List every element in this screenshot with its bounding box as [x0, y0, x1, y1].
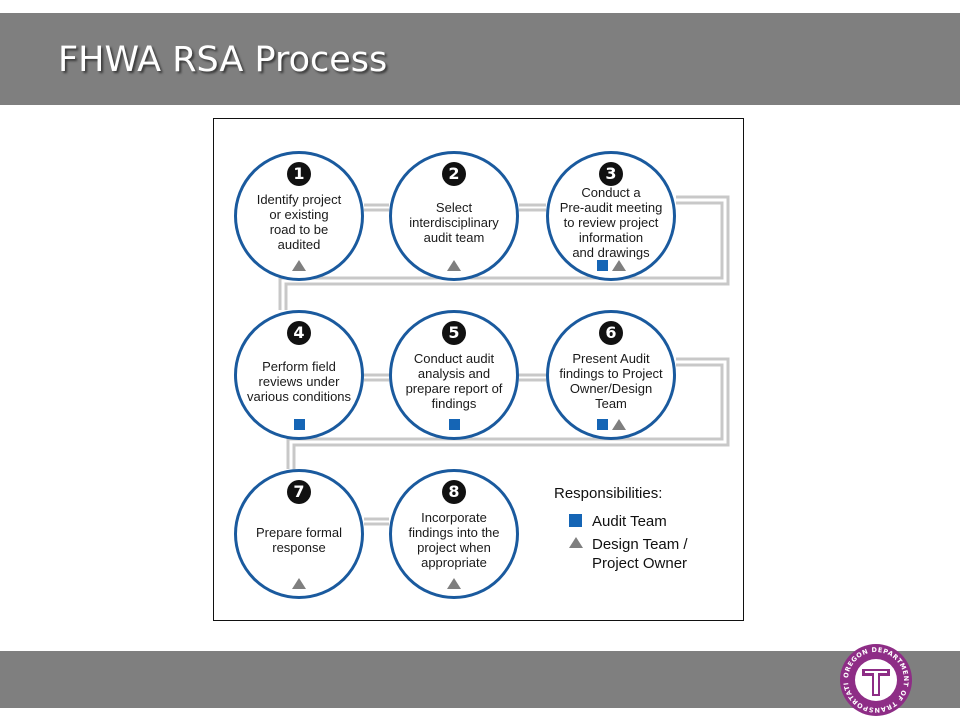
- connector-line-3: [278, 201, 724, 310]
- slide-title: FHWA RSA Process: [58, 40, 388, 80]
- responsibility-marks: [392, 576, 516, 590]
- gray-triangle-icon: [611, 418, 626, 430]
- step-text: Prepare formal response: [256, 525, 342, 555]
- legend-label: Audit Team: [592, 513, 667, 530]
- gray-triangle-icon: [447, 259, 461, 271]
- blue-square-icon: [293, 418, 305, 430]
- blue-square-icon: [596, 418, 608, 430]
- step-text: Conduct a Pre-audit meeting to review pr…: [559, 184, 663, 260]
- blue-square-icon: [569, 514, 582, 527]
- step-number-badge: 7: [287, 480, 311, 504]
- legend-label: Design Team / Project Owner: [592, 536, 688, 572]
- responsibility-marks: [237, 258, 361, 272]
- title-bar: [0, 13, 960, 105]
- responsibility-marks: [392, 258, 516, 272]
- responsibility-marks: [237, 417, 361, 431]
- step-number-badge: 6: [599, 321, 623, 345]
- step-number-badge: 1: [287, 162, 311, 186]
- responsibility-marks: [237, 576, 361, 590]
- connector-line-3: [284, 195, 730, 310]
- connector-line-6: [292, 357, 730, 469]
- connector-lines: [278, 195, 730, 526]
- step-number-badge: 2: [442, 162, 466, 186]
- step-text: Identify project or existing road to be …: [256, 192, 342, 252]
- legend-item-design-team: Design Team / Project Owner: [569, 535, 744, 573]
- step-text: Present Audit findings to Project Owner/…: [559, 351, 663, 411]
- connector-line-6: [286, 363, 724, 469]
- responsibility-marks: [549, 258, 673, 272]
- step-text: Incorporate findings into the project wh…: [408, 510, 500, 570]
- step-text: Conduct audit analysis and prepare repor…: [405, 351, 503, 411]
- blue-square-icon: [596, 259, 608, 271]
- responsibility-marks: [392, 417, 516, 431]
- gray-triangle-icon: [569, 537, 583, 548]
- step-number-badge: 8: [442, 480, 466, 504]
- gray-triangle-icon: [447, 577, 461, 589]
- step-text: Perform field reviews under various cond…: [246, 358, 352, 404]
- gray-triangle-icon: [611, 259, 626, 271]
- step-number-badge: 3: [599, 162, 623, 186]
- connector-paths: [278, 195, 730, 526]
- gray-triangle-icon: [292, 577, 306, 589]
- responsibility-marks: [549, 417, 673, 431]
- legend-title: Responsibilities:: [554, 485, 663, 502]
- step-text: Select interdisciplinary audit team: [409, 199, 499, 245]
- blue-square-icon: [448, 418, 460, 430]
- legend-item-audit-team: Audit Team: [569, 512, 744, 531]
- step-number-badge: 4: [287, 321, 311, 345]
- legend: Responsibilities: Audit Team Design Team…: [554, 485, 744, 577]
- step-number-badge: 5: [442, 321, 466, 345]
- odot-logo-icon: OREGON DEPARTMENT OF TRANSPORTATION: [838, 642, 912, 716]
- gray-triangle-icon: [292, 259, 306, 271]
- footer-bar: [0, 651, 960, 708]
